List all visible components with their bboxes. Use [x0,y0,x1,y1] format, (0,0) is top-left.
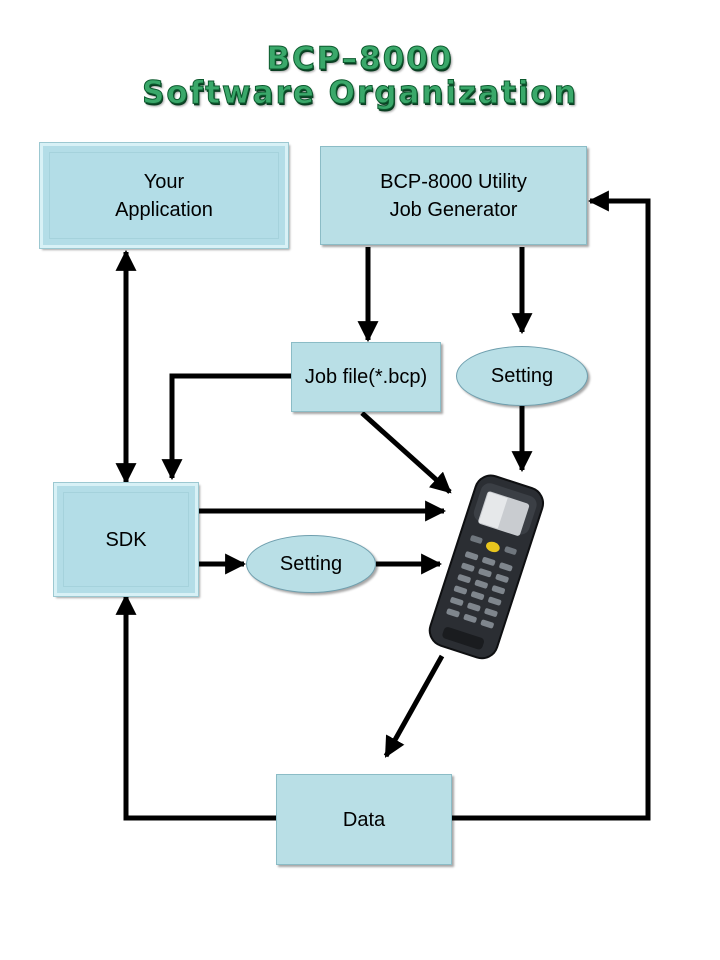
arrow-data-sdk [115,593,276,821]
arrow-jobfile-terminal [360,411,452,494]
data-box: Data [276,774,452,865]
handheld-terminal-icon [428,474,545,660]
your-application-label: Your Application [115,170,213,221]
data-label: Data [342,808,386,831]
diagram-title: BCP–8000 Software Organization [0,41,720,111]
arrow-terminal-data [383,654,445,758]
job-file-label: Job file(*.bcp) [304,366,428,388]
setting-top-label: Setting [490,364,554,387]
setting-mid-label: Setting [279,552,343,575]
setting-top-oval: Setting [456,346,588,406]
sdk-label: SDK [105,528,147,551]
utility-label: BCP-8000 Utility Job Generator [380,170,527,221]
setting-mid-oval: Setting [246,535,376,593]
arrow-jobfile-sdk [161,373,292,481]
title-line-1: BCP–8000 [266,41,454,77]
sdk-box: SDK [53,482,199,597]
job-file-box: Job file(*.bcp) [291,342,441,412]
title-line-2: Software Organization [142,75,578,111]
arrow-data-utility [452,190,651,821]
utility-box: BCP-8000 Utility Job Generator [320,146,587,245]
your-application-box: Your Application [39,142,289,249]
